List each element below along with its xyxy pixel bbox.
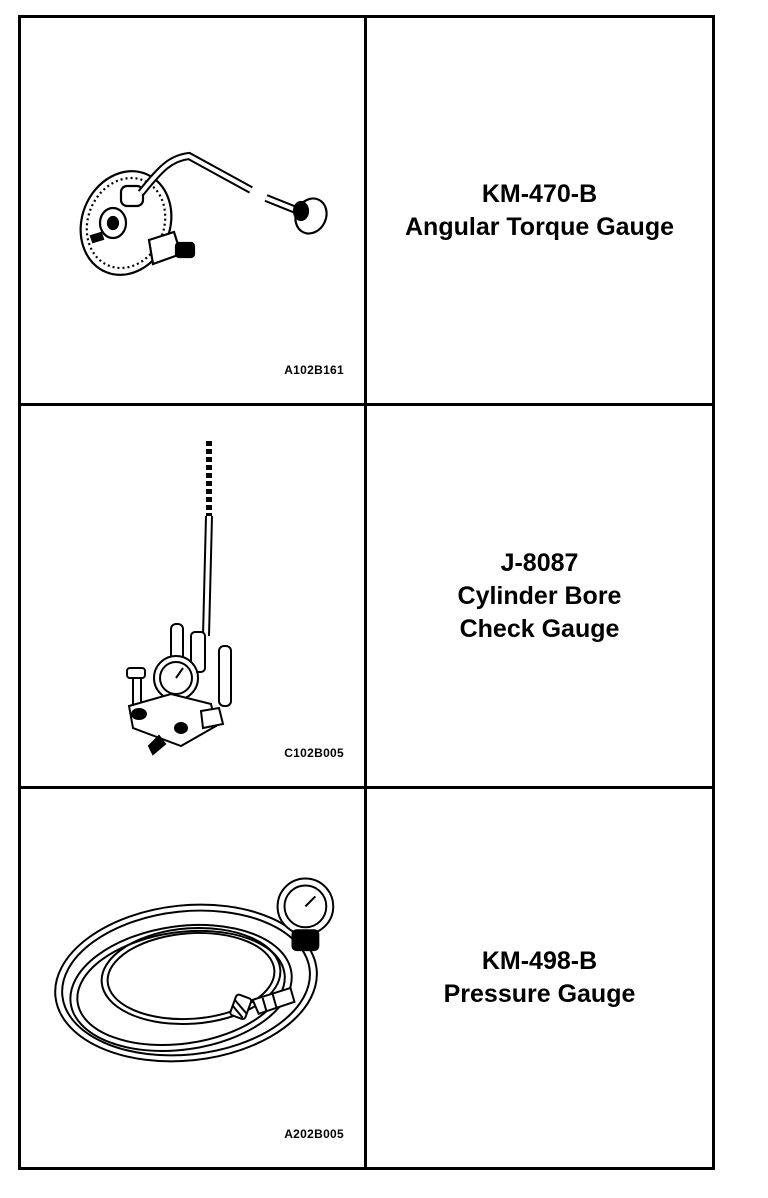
tool-name: Angular Torque Gauge	[405, 212, 674, 241]
tool-name: Check Gauge	[459, 614, 620, 643]
tool-label-cell: J-8087 Cylinder Bore Check Gauge	[367, 406, 712, 789]
tool-illustration-cell: A102B161	[21, 18, 367, 406]
special-tools-table: A102B161 KM-470-B Angular Torque Gauge	[18, 15, 715, 1170]
cylinder-bore-gauge-icon	[126, 441, 232, 756]
pressure-gauge-icon	[54, 877, 335, 1063]
tool-label-cell: KM-498-B Pressure Gauge	[367, 789, 712, 1167]
figure-code: C102B005	[284, 746, 344, 760]
tool-illustration-cell: A202B005	[21, 789, 367, 1167]
tool-label-cell: KM-470-B Angular Torque Gauge	[367, 18, 712, 406]
figure-code: A102B161	[284, 363, 344, 377]
tool-name: Pressure Gauge	[443, 980, 636, 1008]
tool-number: KM-470-B	[481, 179, 598, 208]
tool-number: J-8087	[500, 548, 579, 577]
tool-number: KM-498-B	[481, 947, 598, 975]
tool-name: Cylinder Bore	[457, 581, 622, 610]
tool-illustration-cell: C102B005	[21, 406, 367, 789]
angular-torque-gauge-icon	[79, 151, 328, 276]
figure-code: A202B005	[284, 1127, 344, 1141]
